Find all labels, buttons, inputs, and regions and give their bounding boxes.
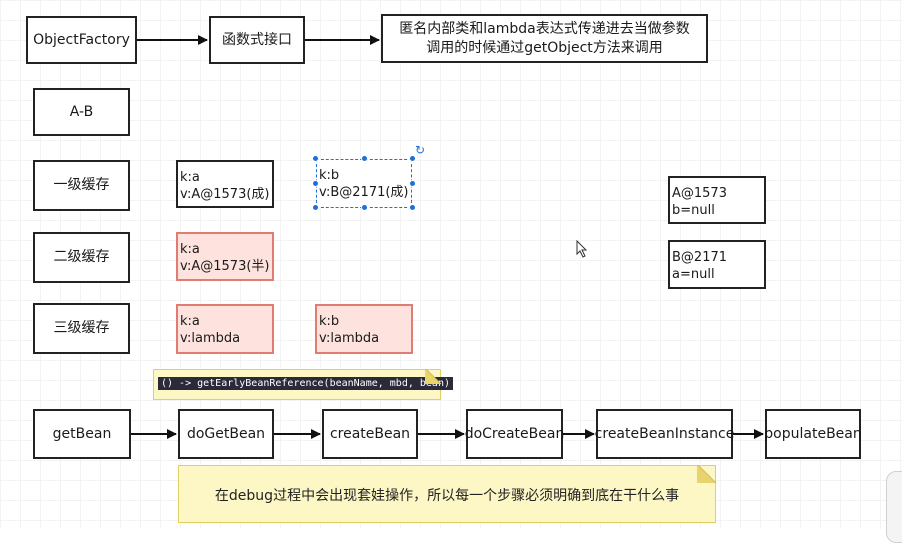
description-box[interactable]: 匿名内部类和lambda表达式传递进去当做参数 调用的时候通过getObject… [381, 14, 708, 63]
entry-key: k:a [180, 314, 200, 329]
entry-key: k:b [319, 314, 340, 329]
resize-handle-ne[interactable] [409, 155, 416, 162]
call-chain-label: createBeanInstance [594, 425, 735, 442]
code-note[interactable]: () -> getEarlyBeanReference(beanName, mb… [153, 369, 453, 400]
floating-panel-edge[interactable] [886, 471, 902, 543]
entry-value: v:A@1573(半) [180, 259, 270, 274]
object-field: a=null [672, 267, 715, 282]
level2-entry-a[interactable]: k:a v:A@1573(半) [176, 232, 274, 281]
call-chain-label: createBean [329, 425, 411, 442]
entry-value: v:lambda [180, 331, 241, 346]
object-field: b=null [672, 203, 715, 218]
resize-handle-w[interactable] [312, 180, 319, 187]
call-chain-label: populateBean [764, 425, 862, 442]
call-chain-createbeaninstance[interactable]: createBeanInstance [594, 409, 735, 459]
resize-handle-n[interactable] [361, 155, 368, 162]
tip-note-text: 在debug过程中会出现套娃操作，所以每一个步骤必须明确到底在干什么事 [214, 488, 680, 504]
mouse-cursor-icon [576, 240, 588, 258]
level1-entry-a[interactable]: k:a v:A@1573(成) [176, 160, 274, 208]
object-b-box[interactable]: B@2171 a=null [668, 240, 766, 289]
call-chain-label: doCreateBean [464, 425, 565, 442]
connector-layer [131, 35, 764, 439]
resize-handle-s[interactable] [361, 204, 368, 211]
code-note-text: () -> getEarlyBeanReference(beanName, mb… [158, 377, 453, 390]
object-factory-box[interactable]: ObjectFactory [26, 16, 137, 64]
call-chain-docreatebean[interactable]: doCreateBean [464, 409, 565, 459]
level1-cache-box[interactable]: 一级缓存 [33, 160, 130, 211]
functional-interface-label: 函数式接口 [222, 31, 292, 48]
call-chain-populatebean[interactable]: populateBean [764, 409, 862, 459]
resize-handle-e[interactable] [409, 180, 416, 187]
resize-handle-sw[interactable] [312, 204, 319, 211]
object-factory-label: ObjectFactory [33, 31, 130, 48]
level3-entry-a[interactable]: k:a v:lambda [176, 304, 274, 354]
object-id: B@2171 [672, 250, 728, 265]
call-chain-getbean[interactable]: getBean [33, 409, 131, 459]
level2-cache-label: 二级缓存 [53, 249, 110, 266]
description-line-1: 匿名内部类和lambda表达式传递进去当做参数 [399, 21, 690, 38]
ab-label: A-B [69, 103, 94, 120]
resize-handle-nw[interactable] [312, 155, 319, 162]
level3-entry-b[interactable]: k:b v:lambda [315, 304, 413, 354]
entry-key: k:a [180, 170, 200, 185]
call-chain-label: doGetBean [186, 425, 266, 442]
entry-value: v:B@2171(成) [319, 185, 409, 200]
call-chain-createbean[interactable]: createBean [322, 409, 418, 459]
resize-handle-se[interactable] [409, 204, 416, 211]
ab-label-box[interactable]: A-B [33, 88, 130, 136]
entry-value: v:A@1573(成) [180, 187, 270, 202]
entry-key: k:a [180, 242, 200, 257]
level3-cache-box[interactable]: 三级缓存 [33, 303, 130, 354]
tip-note[interactable]: 在debug过程中会出现套娃操作，所以每一个步骤必须明确到底在干什么事 [178, 465, 716, 523]
code-note-folded-corner [425, 368, 442, 385]
object-id: A@1573 [672, 186, 727, 201]
level3-cache-label: 三级缓存 [53, 320, 110, 337]
object-a-box[interactable]: A@1573 b=null [668, 176, 766, 224]
entry-value: v:lambda [319, 331, 380, 346]
functional-interface-box[interactable]: 函数式接口 [209, 16, 305, 64]
entry-key: k:b [319, 168, 340, 183]
call-chain-label: getBean [52, 425, 112, 442]
level2-cache-box[interactable]: 二级缓存 [33, 232, 130, 283]
call-chain-dogetbean[interactable]: doGetBean [178, 409, 274, 459]
description-line-2: 调用的时候通过getObject方法来调用 [426, 39, 663, 56]
level1-entry-b[interactable]: k:b v:B@2171(成) [316, 159, 412, 208]
level1-cache-label: 一级缓存 [53, 177, 110, 194]
rotate-handle-icon[interactable]: ↻ [415, 143, 426, 157]
tip-note-folded-corner [697, 464, 717, 484]
